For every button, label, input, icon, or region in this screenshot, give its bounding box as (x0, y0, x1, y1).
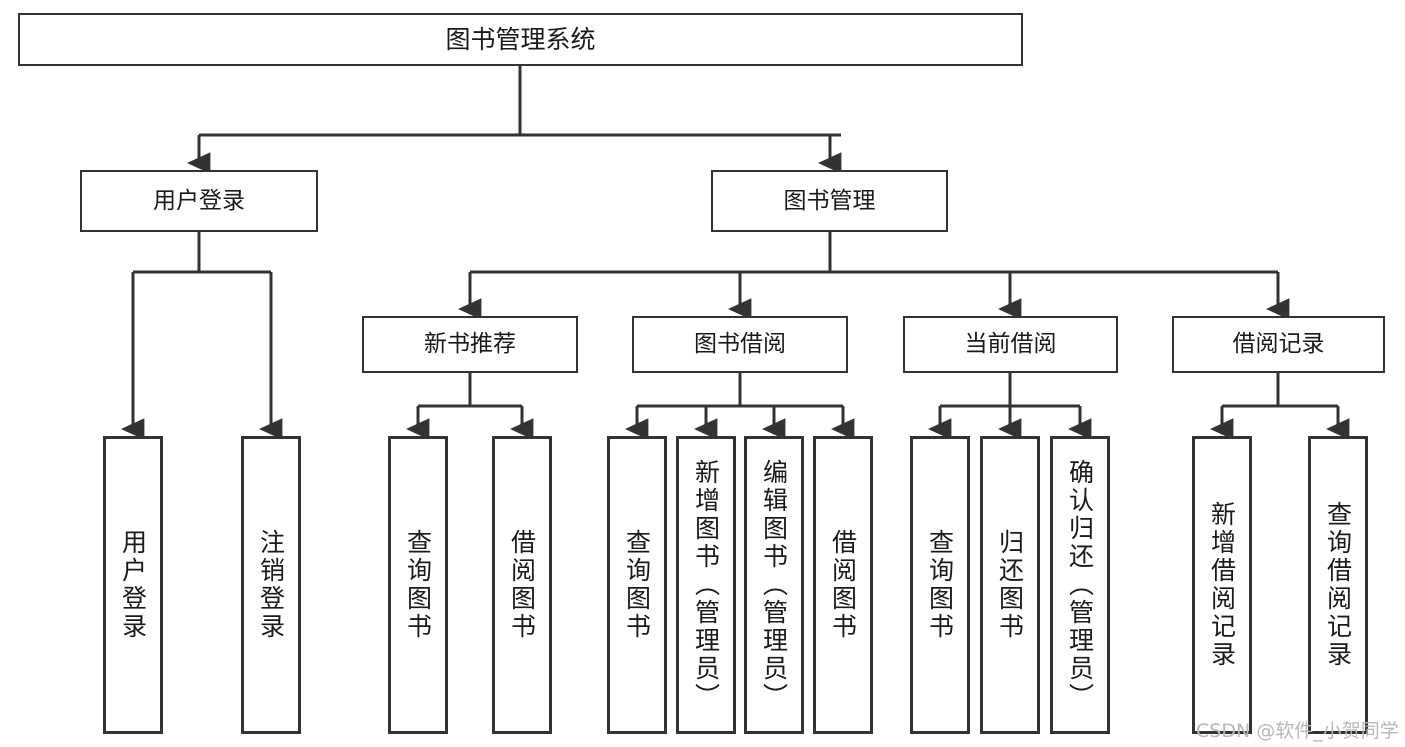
leaf-query-book-1-label: 查询图书 (403, 529, 433, 641)
node-book-manage-label: 图书管理 (783, 187, 876, 214)
leaf-add-record[interactable]: 新增借阅记录 (1192, 436, 1252, 734)
node-root[interactable]: 图书管理系统 (18, 13, 1023, 66)
leaf-borrow-book-2-label: 借阅图书 (828, 529, 858, 641)
leaf-edit-book-label: 编辑图书（管理员） (759, 459, 789, 711)
leaf-query-record[interactable]: 查询借阅记录 (1308, 436, 1368, 734)
leaf-confirm-return[interactable]: 确认归还（管理员） (1050, 436, 1110, 734)
leaf-query-record-label: 查询借阅记录 (1323, 501, 1353, 669)
leaf-user-login-label: 用户登录 (118, 529, 148, 641)
leaf-borrow-book-1[interactable]: 借阅图书 (492, 436, 552, 734)
leaf-return-book-label: 归还图书 (995, 529, 1025, 641)
leaf-query-book-3[interactable]: 查询图书 (910, 436, 970, 734)
leaf-query-book-2-label: 查询图书 (622, 529, 652, 641)
leaf-return-book[interactable]: 归还图书 (980, 436, 1040, 734)
node-user-login[interactable]: 用户登录 (80, 170, 318, 232)
node-current-borrow[interactable]: 当前借阅 (903, 316, 1118, 373)
leaf-user-logout[interactable]: 注销登录 (241, 436, 301, 734)
node-book-borrow-label: 图书借阅 (694, 331, 786, 358)
leaf-user-login[interactable]: 用户登录 (103, 436, 163, 734)
leaf-add-book-label: 新增图书（管理员） (691, 459, 721, 711)
leaf-borrow-book-1-label: 借阅图书 (507, 529, 537, 641)
node-new-book-recommend-label: 新书推荐 (424, 331, 516, 358)
node-user-login-label: 用户登录 (153, 187, 245, 214)
node-book-borrow[interactable]: 图书借阅 (632, 316, 848, 373)
node-book-manage[interactable]: 图书管理 (711, 170, 948, 232)
node-current-borrow-label: 当前借阅 (964, 331, 1057, 358)
leaf-query-book-1[interactable]: 查询图书 (388, 436, 448, 734)
node-borrow-record[interactable]: 借阅记录 (1172, 316, 1385, 373)
leaf-query-book-2[interactable]: 查询图书 (607, 436, 667, 734)
leaf-query-book-3-label: 查询图书 (925, 529, 955, 641)
leaf-borrow-book-2[interactable]: 借阅图书 (813, 436, 873, 734)
node-borrow-record-label: 借阅记录 (1232, 331, 1325, 358)
leaf-add-record-label: 新增借阅记录 (1207, 501, 1237, 669)
node-root-label: 图书管理系统 (445, 25, 596, 54)
leaf-add-book[interactable]: 新增图书（管理员） (676, 436, 736, 734)
leaf-confirm-return-label: 确认归还（管理员） (1065, 459, 1095, 711)
leaf-user-logout-label: 注销登录 (256, 529, 286, 641)
leaf-edit-book[interactable]: 编辑图书（管理员） (744, 436, 804, 734)
node-new-book-recommend[interactable]: 新书推荐 (362, 316, 578, 373)
